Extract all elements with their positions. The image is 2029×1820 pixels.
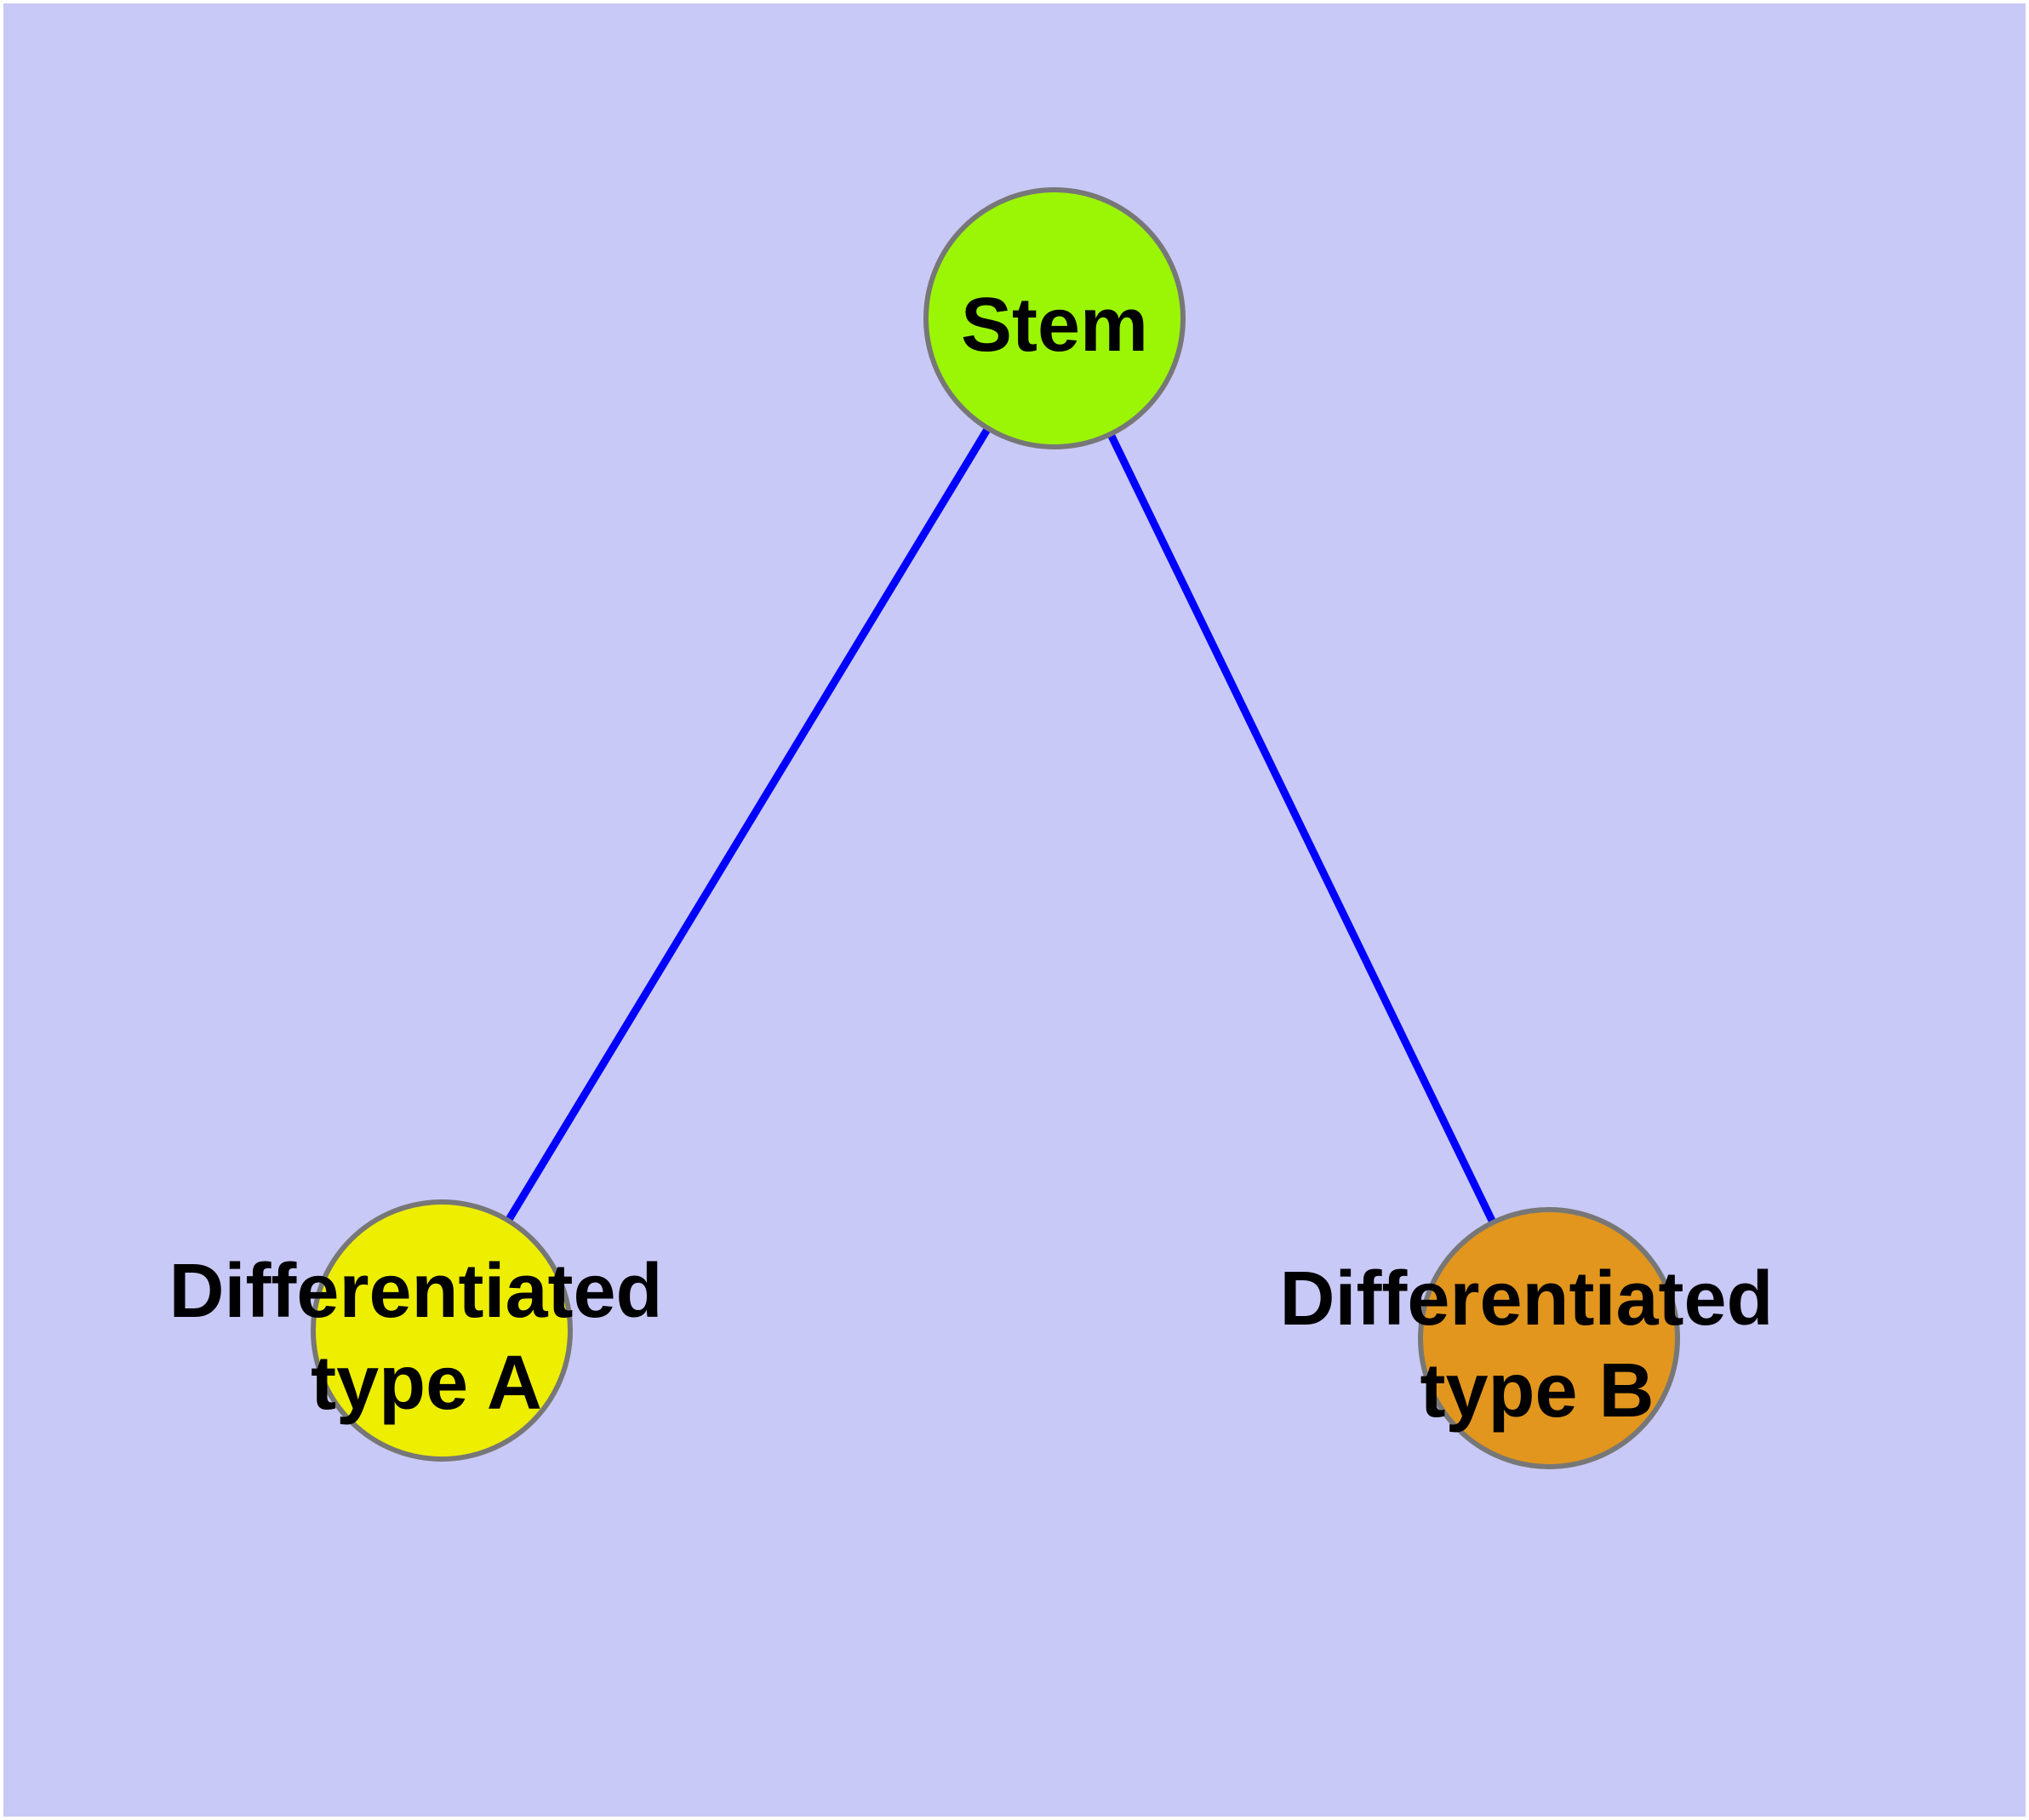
edge-stem-to-type-a [438,316,1058,1333]
node-type-a-label-line1: Differentiated [169,1249,662,1334]
node-stem [923,187,1186,449]
node-differentiated-type-b [1418,1207,1680,1469]
node-type-a-label-line2: type A [311,1341,542,1426]
node-type-b-label-line2: type B [1420,1348,1654,1434]
node-stem-label: Stem [961,283,1148,368]
node-type-b-label-line1: Differentiated [1279,1256,1773,1342]
edge-layer [438,316,1553,1340]
label-layer: Stem Differentiated type A Differentiate… [169,283,1794,1434]
node-type-b-label: Differentiated type B [1279,1256,1794,1434]
node-layer [311,187,1680,1469]
node-differentiated-type-a [311,1199,573,1462]
node-type-a-label: Differentiated type A [169,1249,683,1426]
edge-stem-to-type-b [1050,317,1553,1340]
